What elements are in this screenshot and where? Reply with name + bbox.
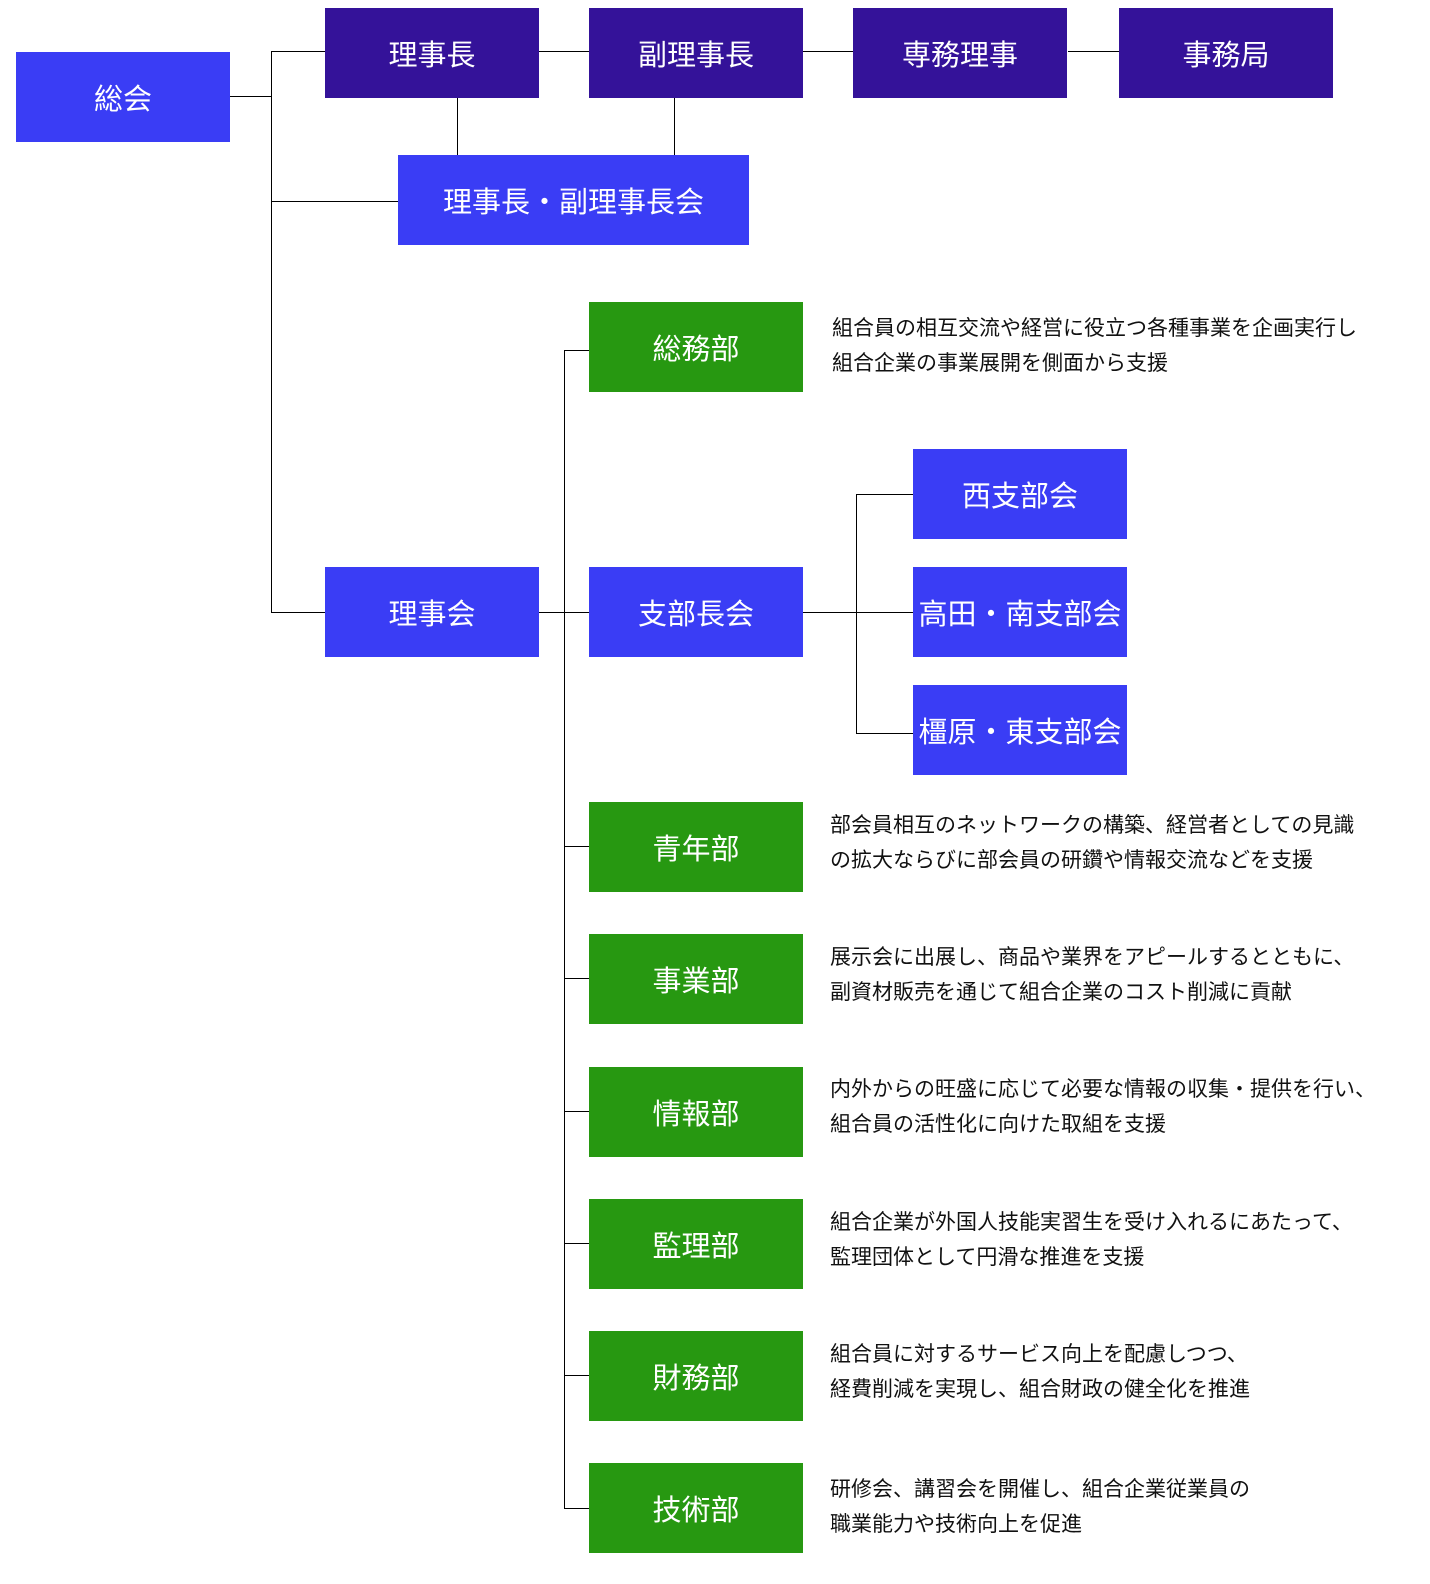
connector [803, 612, 913, 613]
node-senmuriji: 専務理事 [853, 8, 1067, 98]
dept-seinen: 青年部 [589, 802, 803, 892]
connector [564, 978, 589, 979]
connector [856, 733, 913, 734]
connector [856, 494, 913, 495]
connector [564, 350, 565, 1509]
description-line: の拡大ならびに部会員の研鑽や情報交流などを支援 [830, 848, 1313, 872]
connector [803, 51, 853, 52]
description-line: 組合員の相互交流や経営に役立つ各種事業を企画実行し [832, 316, 1357, 340]
dept-soumu-description: 組合員の相互交流や経営に役立つ各種事業を企画実行し 組合企業の事業展開を側面から… [832, 311, 1357, 381]
dept-jouhou: 情報部 [589, 1067, 803, 1157]
node-rijicho: 理事長 [325, 8, 539, 98]
description-line: 部会員相互のネットワークの構築、経営者としての見識 [830, 813, 1355, 837]
dept-zaimu-description: 組合員に対するサービス向上を配慮しつつ、 経費削減を実現し、組合財政の健全化を推… [830, 1337, 1250, 1407]
connector [271, 51, 272, 613]
connector [564, 846, 589, 847]
node-jimukyoku: 事務局 [1119, 8, 1333, 98]
node-rijicho-fukurijicho-kai: 理事長・副理事長会 [398, 155, 749, 245]
description-line: 組合員の活性化に向けた取組を支援 [830, 1112, 1166, 1136]
connector [564, 1508, 589, 1509]
dept-gijutsu: 技術部 [589, 1463, 803, 1553]
connector [230, 96, 271, 97]
connector [564, 350, 589, 351]
dept-soumu: 総務部 [589, 302, 803, 392]
node-takada-minami-shibukai: 高田・南支部会 [913, 567, 1127, 657]
dept-zaimu: 財務部 [589, 1331, 803, 1421]
description-line: 副資材販売を通じて組合企業のコスト削減に貢献 [830, 980, 1292, 1004]
description-line: 内外からの旺盛に応じて必要な情報の収集・提供を行い、 [830, 1077, 1376, 1101]
dept-kanri: 監理部 [589, 1199, 803, 1289]
connector [271, 612, 325, 613]
dept-gijutsu-description: 研修会、講習会を開催し、組合企業従業員の 職業能力や技術向上を促進 [830, 1472, 1250, 1542]
description-line: 組合企業が外国人技能実習生を受け入れるにあたって、 [830, 1210, 1353, 1234]
description-line: 経費削減を実現し、組合財政の健全化を推進 [830, 1377, 1250, 1401]
connector [271, 51, 325, 52]
node-kashihara-higashi-shibukai: 橿原・東支部会 [913, 685, 1127, 775]
connector [271, 201, 398, 202]
node-nishi-shibukai: 西支部会 [913, 449, 1127, 539]
description-line: 職業能力や技術向上を促進 [830, 1512, 1082, 1536]
dept-jouhou-description: 内外からの旺盛に応じて必要な情報の収集・提供を行い、 組合員の活性化に向けた取組… [830, 1072, 1376, 1142]
description-line: 展示会に出展し、商品や業界をアピールするとともに、 [830, 945, 1355, 969]
connector [539, 51, 589, 52]
node-rijikai: 理事会 [325, 567, 539, 657]
connector [564, 1243, 589, 1244]
description-line: 組合員に対するサービス向上を配慮しつつ、 [830, 1342, 1248, 1366]
dept-jigyou-description: 展示会に出展し、商品や業界をアピールするとともに、 副資材販売を通じて組合企業の… [830, 940, 1354, 1010]
dept-seinen-description: 部会員相互のネットワークの構築、経営者としての見識 の拡大ならびに部会員の研鑽や… [830, 808, 1354, 878]
connector [564, 1375, 589, 1376]
node-fukurijicho: 副理事長 [589, 8, 803, 98]
description-line: 組合企業の事業展開を側面から支援 [832, 351, 1168, 375]
dept-jigyou: 事業部 [589, 934, 803, 1024]
dept-kanri-description: 組合企業が外国人技能実習生を受け入れるにあたって、 監理団体として円滑な推進を支… [830, 1205, 1353, 1275]
node-shibuchokai: 支部長会 [589, 567, 803, 657]
node-soukai: 総会 [16, 52, 230, 142]
connector [1068, 51, 1119, 52]
connector [457, 98, 458, 155]
connector [674, 98, 675, 155]
description-line: 監理団体として円滑な推進を支援 [830, 1245, 1145, 1269]
description-line: 研修会、講習会を開催し、組合企業従業員の [830, 1477, 1250, 1501]
connector [856, 494, 857, 734]
connector [564, 1111, 589, 1112]
